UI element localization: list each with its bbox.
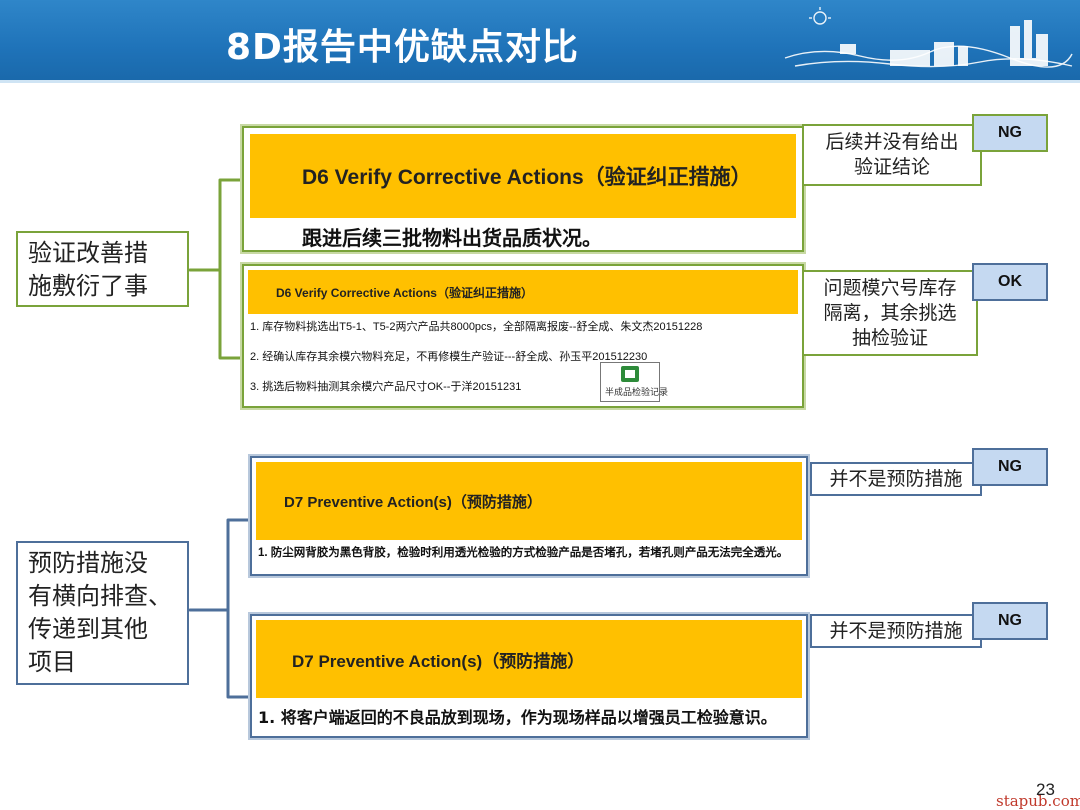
comment-line: 后续并没有给出 — [825, 131, 959, 153]
page-title: 8D报告中优缺点对比 — [226, 27, 579, 68]
comment-line: 验证结论 — [853, 156, 930, 178]
side-label-line: 验证改善措 — [28, 239, 148, 267]
comment-line: 问题模穴号库存 — [823, 277, 957, 299]
d7-content-line: 1. 将客户端返回的不良品放到现场，作为现场样品以增强员工检验意识。 — [258, 708, 777, 727]
comment-line: 抽检验证 — [851, 327, 928, 349]
d7-heading: D7 Preventive Action(s)（预防措施） — [292, 651, 585, 671]
verdict-badge: NG — [972, 448, 1048, 486]
attachment-label: 半成品检验记录 — [605, 387, 669, 397]
side-label-line: 施敷衍了事 — [28, 272, 148, 300]
comment-box: 后续并没有给出 验证结论 — [802, 124, 982, 186]
side-label-line: 有横向排查、 — [28, 582, 172, 610]
d7-report-example-2: D7 Preventive Action(s)（预防措施） 1. 将客户端返回的… — [250, 614, 808, 738]
comment-box: 问题模穴号库存 隔离，其余挑选 抽检验证 — [802, 270, 978, 356]
d6-content-line: 跟进后续三批物料出货品质状况。 — [302, 226, 602, 250]
watermark: stapub.com — [996, 792, 1080, 810]
d6-report-example-2: D6 Verify Corrective Actions（验证纠正措施） 1. … — [242, 264, 804, 408]
comment-line: 并不是预防措施 — [829, 468, 963, 490]
d6-heading-band: D6 Verify Corrective Actions（验证纠正措施） — [250, 134, 796, 218]
excel-file-icon[interactable]: 半成品检验记录 — [600, 362, 668, 402]
page-number: 23 — [1036, 780, 1055, 799]
side-label-line: 预防措施没 — [28, 549, 148, 577]
title-bar-divider — [0, 80, 1080, 83]
side-label-line: 项目 — [28, 648, 76, 676]
verdict-badge: OK — [972, 263, 1048, 301]
verdict-badge: NG — [972, 602, 1048, 640]
d6-report-example-1: D6 Verify Corrective Actions（验证纠正措施） 跟进后… — [242, 126, 804, 252]
comment-box: 并不是预防措施 — [810, 462, 982, 496]
verdict-badge: NG — [972, 114, 1048, 152]
d6-content-line: 2. 经确认库存其余模穴物料充足，不再修模生产验证---舒全成、孙玉平20151… — [250, 351, 648, 363]
d6-content-line: 1. 库存物料挑选出T5-1、T5-2两穴产品共8000pcs，全部隔离报废--… — [250, 321, 703, 333]
excel-icon — [621, 366, 639, 382]
d7-heading-band: D7 Preventive Action(s)（预防措施） — [256, 620, 802, 698]
comment-box: 并不是预防措施 — [810, 614, 982, 648]
d6-content-line: 3. 挑选后物料抽测其余模穴产品尺寸OK--于洋20151231 — [250, 381, 522, 393]
comment-line: 隔离，其余挑选 — [823, 302, 957, 324]
city-skyline-icon — [784, 7, 1073, 68]
d6-heading-band: D6 Verify Corrective Actions（验证纠正措施） — [248, 270, 798, 314]
d7-heading-band: D7 Preventive Action(s)（预防措施） — [256, 462, 802, 540]
comment-line: 并不是预防措施 — [829, 620, 963, 642]
title-bar — [0, 0, 1080, 80]
side-label-verification: 验证改善措 施敷衍了事 — [16, 231, 189, 307]
side-label-prevention: 预防措施没 有横向排查、 传递到其他 项目 — [16, 541, 189, 685]
d7-content-line: 1. 防尘网背胶为黑色背胶，检验时利用透光检验的方式检验产品是否堵孔，若堵孔则产… — [258, 547, 789, 559]
side-label-line: 传递到其他 — [28, 615, 148, 643]
d6-heading: D6 Verify Corrective Actions（验证纠正措施） — [276, 285, 533, 300]
d7-report-example-1: D7 Preventive Action(s)（预防措施） 1. 防尘网背胶为黑… — [250, 456, 808, 576]
d6-heading: D6 Verify Corrective Actions（验证纠正措施） — [302, 166, 752, 189]
d7-heading: D7 Preventive Action(s)（预防措施） — [284, 493, 542, 511]
